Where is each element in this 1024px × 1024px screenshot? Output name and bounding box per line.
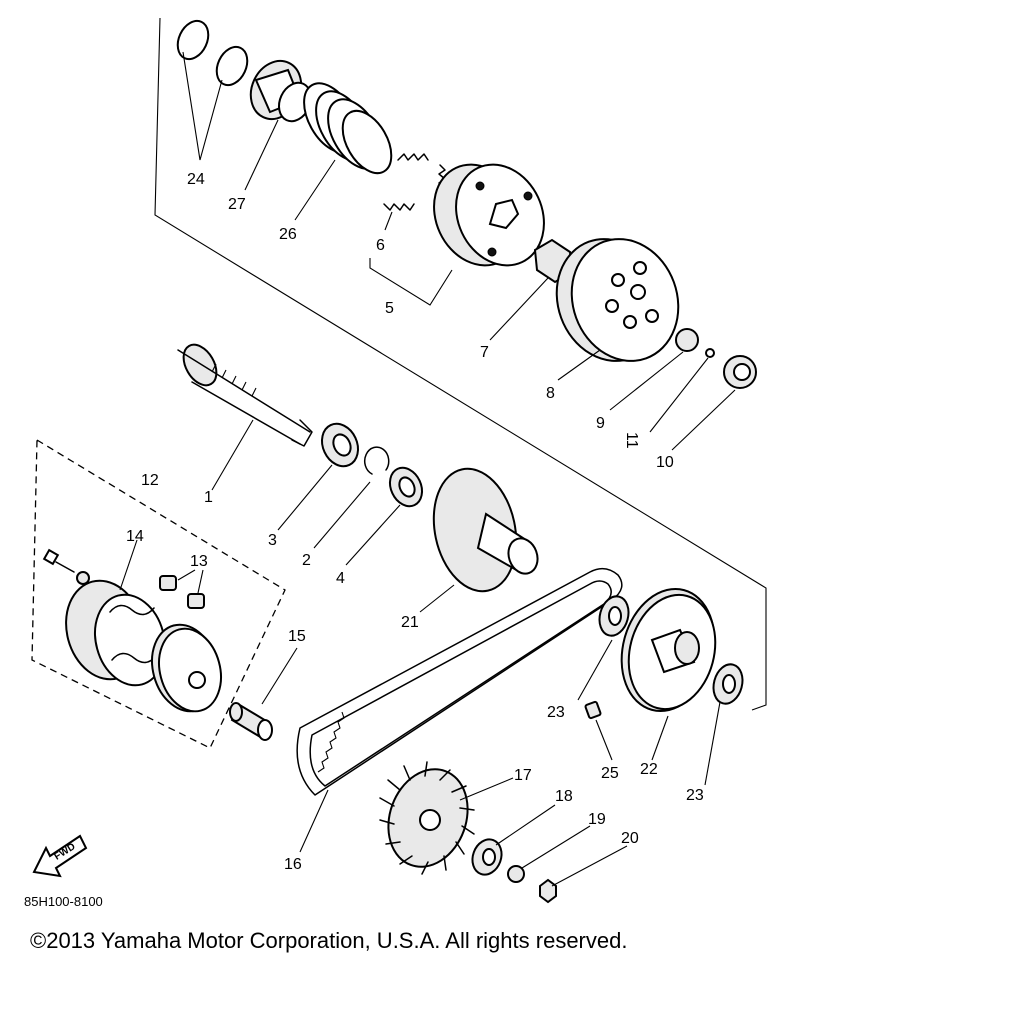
bearing-part	[471, 838, 503, 876]
callout-17: 17	[514, 767, 532, 784]
washer-small-part	[76, 571, 90, 585]
cooling-fan-part	[379, 761, 475, 875]
clutch-assembly-boundary	[154, 17, 767, 711]
leader-lines	[119, 51, 736, 887]
callout-7: 7	[480, 344, 489, 361]
callout-14: 14	[126, 528, 144, 545]
clutch-housing-part	[555, 238, 680, 362]
callout-22: 22	[640, 761, 658, 778]
o-ring-part	[176, 19, 249, 87]
forward-direction-arrow-icon: FWD	[32, 834, 88, 878]
guide-pin-part	[584, 700, 602, 720]
pin-part	[705, 348, 715, 358]
secondary-sliding-sheave-part	[620, 587, 717, 713]
callout-5: 5	[385, 300, 394, 317]
nut-part	[539, 878, 557, 904]
collar-part	[249, 59, 313, 123]
callout-27: 27	[228, 196, 246, 213]
callout-23-left: 23	[547, 704, 565, 721]
bearing-part	[723, 355, 757, 389]
callout-3: 3	[268, 532, 277, 549]
callout-6: 6	[376, 237, 385, 254]
callout-12: 12	[141, 472, 159, 489]
callout-10: 10	[656, 454, 674, 471]
slider-part	[159, 575, 205, 609]
callout-23-right: 23	[686, 787, 704, 804]
callout-1: 1	[204, 489, 213, 506]
callout-21: 21	[401, 614, 419, 631]
callout-25: 25	[601, 765, 619, 782]
oil-seal-part	[598, 595, 630, 637]
circlip-part	[364, 446, 390, 475]
clutch-carrier-part	[433, 163, 545, 267]
bearing-part	[321, 422, 359, 468]
screw-part	[42, 548, 75, 573]
compression-spring-part	[303, 82, 393, 175]
callout-4: 4	[336, 570, 345, 587]
copyright-notice: ©2013 Yamaha Motor Corporation, U.S.A. A…	[30, 928, 628, 953]
callout-labels: 24 27 26 6 5 7 8 9 11 10 12 1 14 3 2 13 …	[126, 171, 704, 873]
washer-part	[507, 865, 525, 883]
washer-part	[675, 328, 699, 352]
callout-8: 8	[546, 385, 555, 402]
drawing-code: 85H100-8100	[24, 894, 103, 909]
secondary-shaft-part	[177, 343, 313, 447]
callout-20: 20	[621, 830, 639, 847]
callout-2: 2	[302, 552, 311, 569]
callout-18: 18	[555, 788, 573, 805]
secondary-fixed-sheave-part	[432, 467, 539, 593]
callout-11: 11	[623, 432, 640, 449]
callout-15: 15	[288, 628, 306, 645]
callout-26: 26	[279, 226, 297, 243]
callout-19: 19	[588, 811, 606, 828]
callout-9: 9	[596, 415, 605, 432]
oil-seal-part	[712, 663, 744, 705]
primary-sliding-sheave-part	[65, 579, 222, 713]
oil-seal-part	[388, 466, 424, 508]
v-belt-part	[296, 567, 623, 796]
callout-24: 24	[187, 171, 205, 188]
callout-16: 16	[284, 856, 302, 873]
collar-sleeve-part	[229, 702, 273, 741]
callout-13: 13	[190, 553, 208, 570]
primary-sheave-group-boundary	[31, 438, 286, 749]
